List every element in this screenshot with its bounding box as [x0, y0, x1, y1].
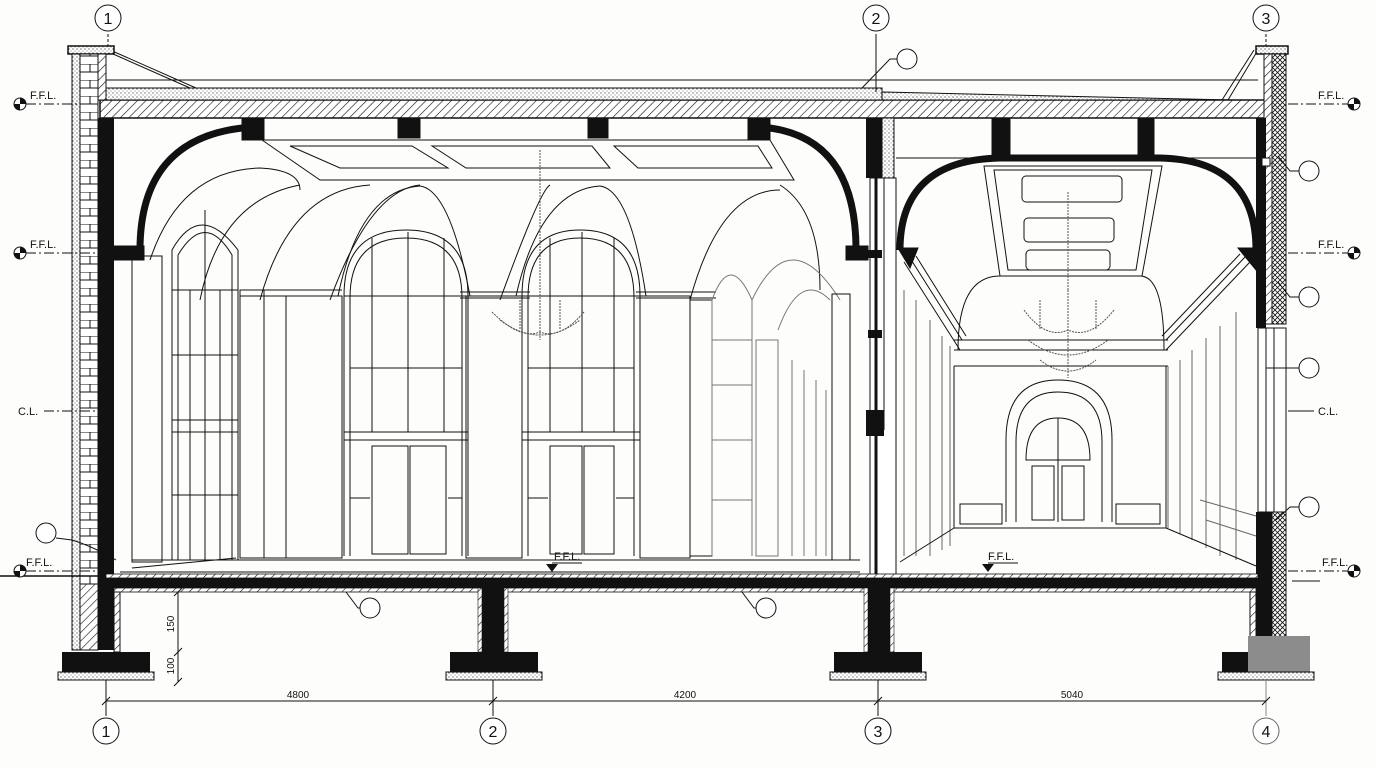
right-wall-callout-3 — [1266, 357, 1320, 379]
slab-callout-2 — [741, 591, 777, 619]
dimension-150: 150 — [166, 615, 177, 632]
grid-bubble-1-top: 1 — [94, 4, 122, 32]
level-ffl-right-roof: F.F.L. — [1288, 90, 1361, 111]
level-ffl-right-ground: F.F.L. — [1288, 557, 1361, 582]
svg-text:4: 4 — [1262, 724, 1271, 741]
svg-text:3: 3 — [874, 724, 883, 741]
roof-callout — [861, 48, 918, 89]
callout-bubbles — [35, 48, 1320, 619]
right-wall-callout-4 — [1275, 496, 1320, 521]
svg-text:1: 1 — [102, 724, 111, 741]
level-ffl-left-roof: F.F.L. — [13, 90, 98, 111]
svg-text:F.F.L.: F.F.L. — [1318, 239, 1344, 251]
roof-slab — [99, 49, 1271, 119]
level-ffl-left-mid: F.F.L. — [13, 239, 98, 260]
center-wall-column — [866, 117, 897, 577]
svg-text:F.F.L.: F.F.L. — [554, 551, 580, 563]
grid-bubble-2-bottom: 2 — [479, 717, 507, 745]
left-wall-callout — [35, 522, 117, 561]
dimension-5040: 5040 — [1061, 690, 1084, 701]
level-ffl-right-mid: F.F.L. — [1288, 239, 1361, 260]
ground-slab — [0, 573, 1259, 593]
level-markers-left: F.F.L. F.F.L. C.L. F.F.L. — [13, 90, 98, 578]
svg-text:F.F.L.: F.F.L. — [1318, 90, 1344, 102]
level-cl-left: C.L. — [18, 406, 98, 418]
svg-text:C.L.: C.L. — [18, 406, 38, 418]
level-markers-right: F.F.L. F.F.L. C.L. F.F.L. — [1288, 90, 1361, 582]
grid-bubble-1-bottom: 1 — [92, 717, 120, 745]
grid-bubble-3-bottom: 3 — [864, 717, 892, 745]
left-hall-interior — [113, 117, 869, 573]
floor-level-markers: F.F.L. F.F.L. — [546, 551, 1018, 572]
grey-patch — [1248, 636, 1310, 672]
slab-callout-1 — [345, 591, 381, 619]
svg-text:2: 2 — [872, 11, 881, 28]
svg-text:3: 3 — [1262, 11, 1271, 28]
floor-marker-right-hall: F.F.L. — [982, 551, 1018, 572]
grid-bubble-2-top: 2 — [862, 4, 890, 32]
left-exterior-wall — [67, 45, 115, 651]
svg-text:1: 1 — [104, 11, 113, 28]
floor-marker-left-hall: F.F.L. — [546, 551, 582, 572]
level-cl-right: C.L. — [1288, 406, 1338, 418]
right-wall-callout-2 — [1277, 281, 1320, 308]
svg-text:F.F.L.: F.F.L. — [26, 557, 52, 569]
grid-bubbles-top: 1 2 3 — [94, 4, 1280, 32]
svg-text:F.F.L.: F.F.L. — [1322, 557, 1348, 569]
level-ffl-left-ground: F.F.L. — [13, 557, 98, 578]
svg-text:F.F.L.: F.F.L. — [30, 239, 56, 251]
grid-bubble-3-top: 3 — [1252, 4, 1280, 32]
svg-text:F.F.L.: F.F.L. — [988, 551, 1014, 563]
grid-bubbles-bottom: 1 2 3 4 — [92, 717, 1280, 745]
dimension-4200: 4200 — [674, 690, 697, 701]
svg-text:F.F.L.: F.F.L. — [30, 90, 56, 102]
dimension-line-horizontal: 4800 4200 5040 — [101, 690, 1271, 706]
svg-text:2: 2 — [489, 724, 498, 741]
right-wall-callout-1 — [1277, 155, 1320, 182]
right-hall-interior — [896, 117, 1260, 567]
foundations — [57, 587, 1315, 681]
grid-bubble-4-bottom: 4 — [1252, 717, 1280, 745]
dimension-100: 100 — [166, 657, 177, 674]
grid-lines — [105, 34, 1267, 716]
dimension-line-vertical: 150 100 — [166, 587, 183, 687]
right-exterior-wall — [1255, 45, 1289, 653]
dimension-4800: 4800 — [287, 690, 310, 701]
svg-text:C.L.: C.L. — [1318, 406, 1338, 418]
